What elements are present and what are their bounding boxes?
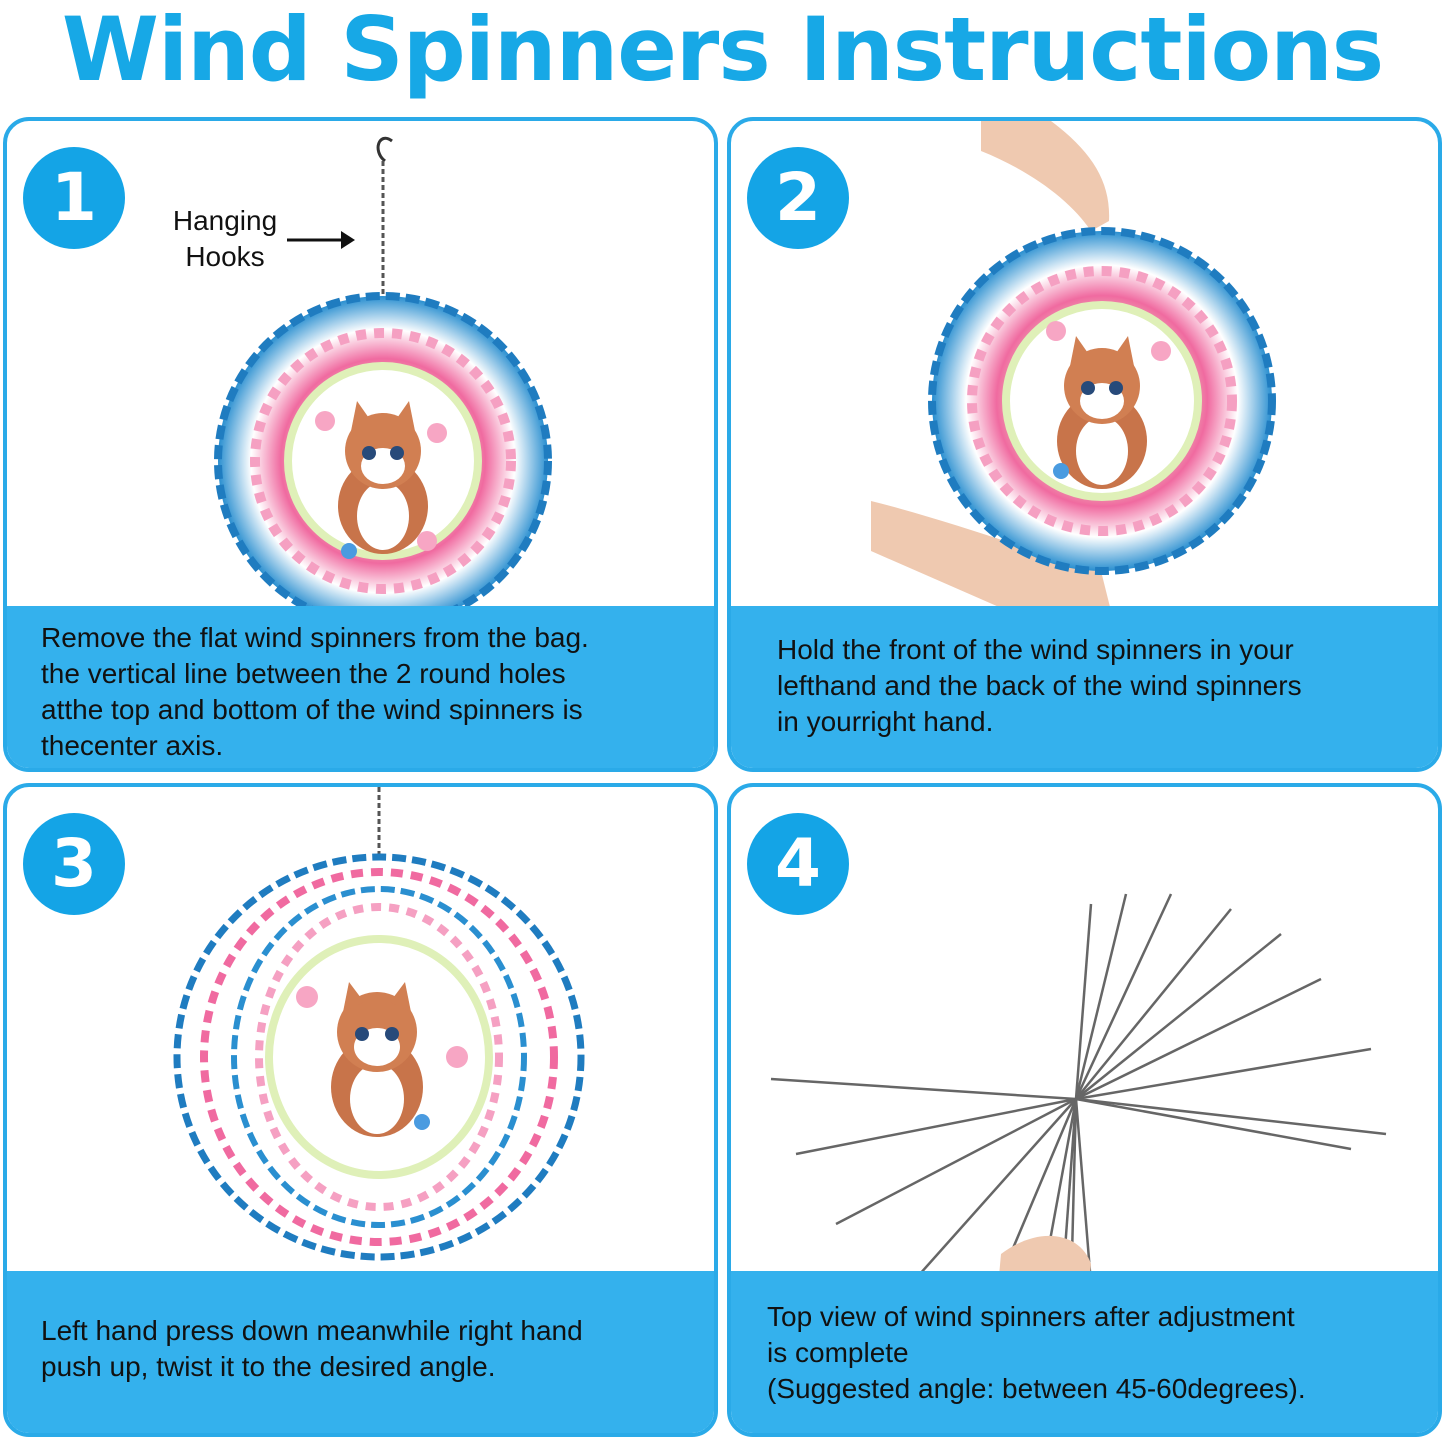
flat-spinner-image (214, 137, 552, 621)
step-4-panel: 4 Top view of wind spinners after adjust… (727, 783, 1442, 1437)
hands-holding-spinner-image (871, 121, 1276, 621)
step-2-number-badge: 2 (747, 147, 849, 249)
step-2-caption: Hold the front of the wind spinners in y… (731, 606, 1438, 768)
arrow-right-icon (287, 231, 355, 249)
step-1-number-badge: 1 (23, 147, 125, 249)
page-title: Wind Spinners Instructions (61, 0, 1384, 101)
step-3-number-badge: 3 (23, 813, 125, 915)
step-3-panel: 3 Left hand press down meanwhile right h… (3, 783, 718, 1437)
step-4-number-badge: 4 (747, 813, 849, 915)
twisted-spinner-image (173, 787, 585, 1261)
step-1-panel: 1 Hanging Hooks Remove the flat wind spi… (3, 117, 718, 772)
hanging-hooks-label: Hanging Hooks (172, 205, 278, 272)
step-1-caption: Remove the flat wind spinners from the b… (7, 606, 714, 768)
step-3-caption: Left hand press down meanwhile right han… (7, 1271, 714, 1433)
step-4-caption: Top view of wind spinners after adjustme… (731, 1271, 1438, 1433)
step-2-panel: 2 Hold the front of the wind spinners in… (727, 117, 1442, 772)
